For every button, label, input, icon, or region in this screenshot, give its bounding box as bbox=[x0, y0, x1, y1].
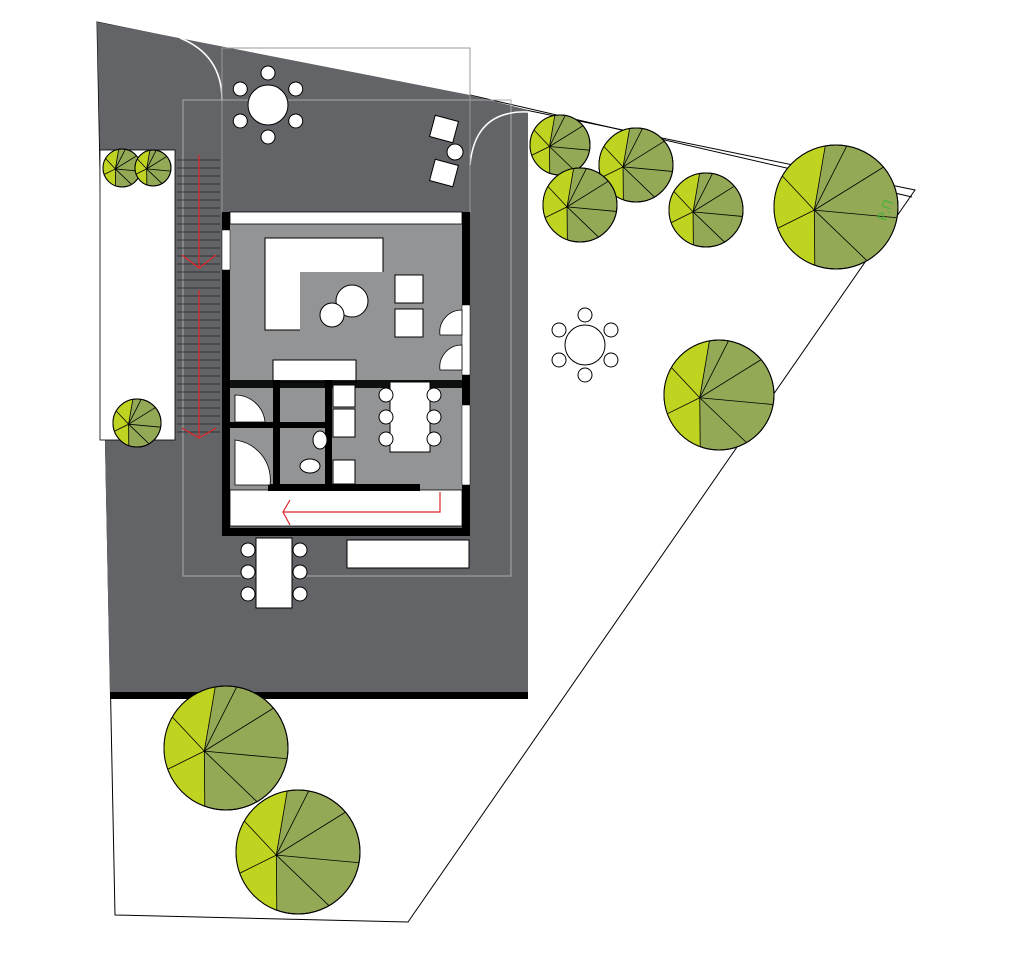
chair bbox=[240, 586, 256, 602]
door bbox=[234, 394, 266, 423]
chair bbox=[292, 564, 308, 580]
chair bbox=[260, 129, 276, 145]
chair bbox=[378, 387, 394, 403]
chair bbox=[288, 113, 304, 129]
dining-table bbox=[389, 381, 431, 453]
outdoor-dining-table bbox=[255, 537, 293, 609]
window-north bbox=[229, 211, 463, 225]
chair bbox=[232, 81, 248, 97]
stair-wall bbox=[268, 484, 420, 491]
chair bbox=[426, 387, 442, 403]
interior-wall bbox=[222, 380, 470, 388]
sink bbox=[332, 408, 356, 438]
door bbox=[234, 439, 271, 486]
chair bbox=[603, 352, 619, 368]
wall-south bbox=[222, 528, 470, 536]
chair bbox=[551, 322, 567, 338]
stair-arrow bbox=[181, 155, 217, 270]
side-path bbox=[99, 149, 176, 441]
wall-west bbox=[222, 212, 230, 534]
chair bbox=[260, 65, 276, 81]
tree bbox=[668, 172, 744, 248]
chair bbox=[292, 586, 308, 602]
outdoor-chair bbox=[428, 158, 460, 188]
armchair bbox=[394, 308, 424, 338]
round-table bbox=[247, 84, 289, 126]
stair-arrow bbox=[283, 492, 441, 513]
site-wall bbox=[110, 692, 528, 699]
chair bbox=[232, 113, 248, 129]
stove bbox=[332, 384, 356, 408]
chair bbox=[426, 409, 442, 425]
tree bbox=[542, 167, 618, 243]
outdoor-kitchen bbox=[346, 539, 470, 569]
chair bbox=[240, 542, 256, 558]
trees bbox=[102, 114, 899, 915]
chair bbox=[577, 307, 593, 323]
chair bbox=[577, 367, 593, 383]
outdoor-side-table bbox=[446, 143, 464, 161]
house-floor-plan bbox=[221, 211, 471, 536]
tree bbox=[663, 339, 775, 451]
window-east bbox=[461, 304, 471, 376]
fridge bbox=[332, 459, 356, 485]
interior-wall bbox=[222, 422, 332, 428]
tree bbox=[529, 114, 591, 176]
chair bbox=[426, 431, 442, 447]
interior-wall bbox=[273, 380, 280, 490]
side-table bbox=[319, 302, 345, 328]
chair bbox=[551, 352, 567, 368]
chair bbox=[240, 564, 256, 580]
door bbox=[439, 344, 463, 371]
exterior-stair bbox=[177, 155, 220, 440]
outdoor-furniture bbox=[232, 65, 619, 609]
door bbox=[439, 309, 463, 336]
toilet bbox=[299, 458, 321, 474]
plan-label: Р.П bbox=[876, 198, 898, 224]
chair bbox=[603, 322, 619, 338]
stair-arrowhead bbox=[282, 499, 291, 526]
tree bbox=[134, 149, 172, 187]
tree bbox=[235, 789, 361, 915]
round-table bbox=[564, 324, 606, 366]
armchair bbox=[394, 274, 424, 304]
outdoor-chair bbox=[428, 114, 460, 144]
chair bbox=[378, 409, 394, 425]
tree bbox=[112, 398, 162, 448]
tree bbox=[773, 144, 899, 270]
gate-arc-right bbox=[469, 111, 529, 166]
interior-wall bbox=[325, 380, 332, 490]
chair bbox=[378, 431, 394, 447]
window-west bbox=[221, 229, 231, 271]
kitchen-counter bbox=[272, 359, 357, 383]
stair-arrow bbox=[181, 290, 217, 440]
washbasin bbox=[312, 430, 328, 450]
chair bbox=[292, 542, 308, 558]
window-east-2 bbox=[461, 404, 471, 486]
house-outline bbox=[182, 99, 512, 577]
tree bbox=[163, 685, 289, 811]
chair bbox=[288, 81, 304, 97]
interior-stair bbox=[229, 489, 463, 527]
coffee-table bbox=[335, 284, 369, 318]
